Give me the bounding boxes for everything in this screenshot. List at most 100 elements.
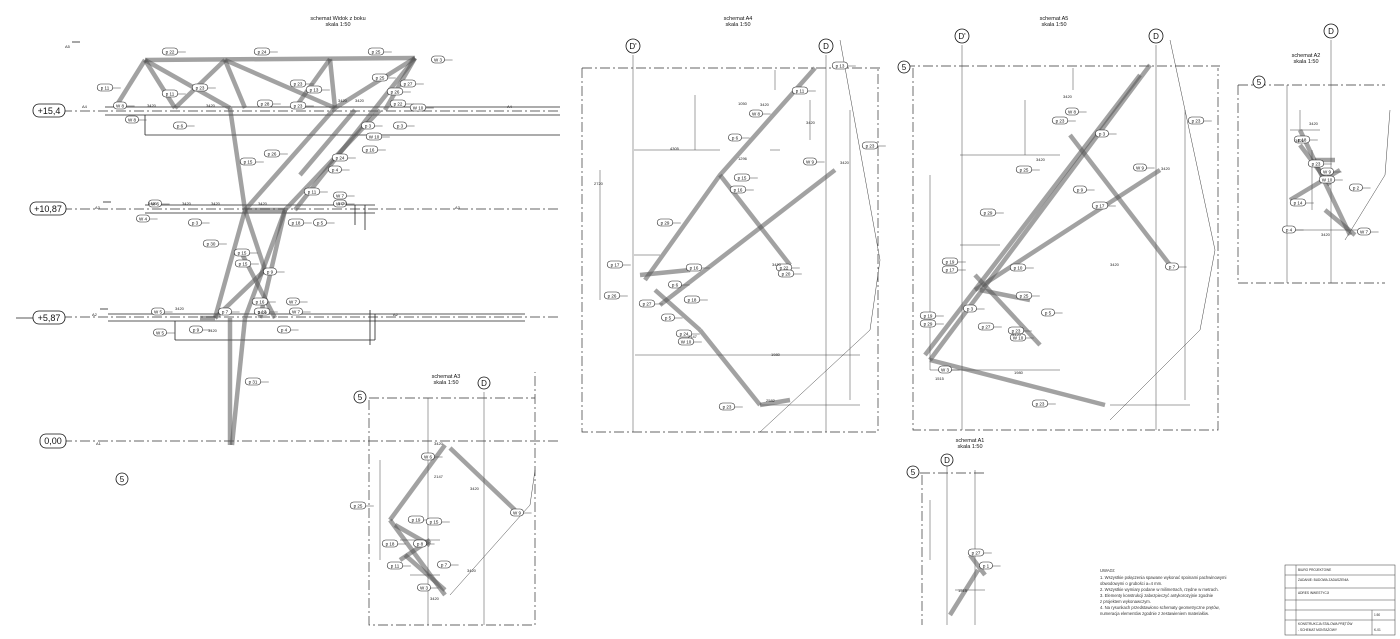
part-tag: p 23 bbox=[1007, 326, 1032, 335]
part-tag: p 16 bbox=[729, 185, 754, 194]
part-tag: p 4 bbox=[1282, 225, 1304, 234]
part-tag: p 6 bbox=[668, 280, 690, 289]
dimension-text: 3420 bbox=[1012, 332, 1022, 337]
part-tag: p 19 bbox=[941, 257, 966, 266]
tag-label: p 24 bbox=[336, 156, 345, 161]
part-tag: p 26 bbox=[603, 291, 628, 300]
tag-label: p 9 bbox=[267, 270, 274, 275]
part-tag: p 27 bbox=[967, 548, 992, 557]
tag-label: p 5 bbox=[317, 221, 324, 226]
dimension-text: 3420 bbox=[147, 103, 157, 108]
tag-label: W 6 bbox=[424, 455, 432, 460]
dimension-text: 3420 bbox=[355, 98, 365, 103]
part-tag: p 25 bbox=[1015, 165, 1040, 174]
tag-label: p 29 bbox=[984, 211, 993, 216]
node-tag: W 10 bbox=[677, 337, 702, 346]
tag-label: p 16 bbox=[256, 300, 265, 305]
tag-label: W 10 bbox=[1013, 336, 1024, 341]
part-tag: p 15 bbox=[425, 517, 450, 526]
tag-label: p 15 bbox=[238, 251, 247, 256]
part-tag: p 23 bbox=[191, 83, 216, 92]
part-tag: p 2 bbox=[1349, 183, 1371, 192]
axis-dprime-a4: D' bbox=[625, 38, 641, 54]
dimension-text: 3420 bbox=[772, 262, 782, 267]
tag-label: W 10 bbox=[369, 135, 380, 140]
tag-label: p 11 bbox=[166, 92, 175, 97]
part-tag: p 25 bbox=[371, 73, 396, 82]
tag-label: p 20 bbox=[782, 272, 791, 277]
scheme-a4: D' D bbox=[581, 38, 881, 433]
level-markers: +15,4 +10,87 +5,87 0,00 bbox=[29, 103, 67, 449]
svg-text:5: 5 bbox=[120, 475, 125, 484]
scale-a4: skala 1:50 bbox=[725, 22, 750, 28]
part-tag: p 29 bbox=[979, 208, 1004, 217]
tag-label: p 13 bbox=[836, 64, 845, 69]
tag-label: p 4 bbox=[1286, 228, 1293, 233]
title-a2: schemat A2 bbox=[1292, 53, 1321, 59]
dimension-text: 3420 bbox=[175, 306, 185, 311]
tag-label: p 17 bbox=[946, 268, 955, 273]
part-tag: p 24 bbox=[253, 47, 278, 56]
svg-text:+5,87: +5,87 bbox=[38, 313, 61, 323]
ref-a1: A1 bbox=[96, 441, 102, 446]
tag-label: p 24 bbox=[258, 50, 267, 55]
tag-label: p 26 bbox=[268, 152, 277, 157]
dimension-text: 3420 bbox=[258, 201, 268, 206]
tag-label: p 25 bbox=[372, 50, 381, 55]
part-tag: p 23 bbox=[1307, 159, 1332, 168]
tag-label: p 6 bbox=[177, 124, 184, 129]
node-tag: W 7 bbox=[333, 199, 355, 208]
part-tag: p 27 bbox=[399, 79, 424, 88]
node-tag: W 8 bbox=[1065, 107, 1087, 116]
tag-label: p 18 bbox=[292, 221, 301, 226]
part-tag: p 25 bbox=[349, 501, 374, 510]
ref-a3-left: A3 bbox=[95, 205, 101, 210]
level-refs: A5 A4 A4 A3 A3 A2 A2 A1 bbox=[65, 41, 513, 446]
title-a5: schemat A5 bbox=[1040, 16, 1069, 22]
title-a1: schemat A1 bbox=[956, 438, 985, 444]
tag-label: p 6 bbox=[672, 283, 679, 288]
tag-label: p 4 bbox=[281, 328, 288, 333]
part-tag: p 23 bbox=[1051, 116, 1076, 125]
note-line: 2. Wszystkie wymiary podane w milimetrac… bbox=[1100, 587, 1219, 592]
dimension-text: 3420 bbox=[208, 328, 218, 333]
ref-a2-left: A2 bbox=[92, 312, 98, 317]
general-notes: UWAGI: 1. Wszystkie połączenia spawane w… bbox=[1100, 568, 1226, 616]
part-tag: p 23 bbox=[1031, 399, 1056, 408]
node-tag: W 9 bbox=[1320, 167, 1342, 176]
axis-5-a5: 5 bbox=[897, 60, 911, 74]
axis-5-a2: 5 bbox=[1252, 75, 1266, 89]
tag-label: p 25 bbox=[1020, 168, 1029, 173]
tag-label: p 13 bbox=[258, 310, 267, 315]
dimension-text: 1980 bbox=[1014, 370, 1024, 375]
part-tag: p 15 bbox=[733, 173, 758, 182]
tag-label: p 29 bbox=[924, 322, 933, 327]
tag-label: p 15 bbox=[244, 160, 253, 165]
tag-label: p 18 bbox=[1298, 138, 1307, 143]
tag-label: p 25 bbox=[354, 504, 363, 509]
ref-a4-left: A4 bbox=[82, 104, 88, 109]
part-tag: p 23 bbox=[1187, 116, 1212, 125]
tag-label: p 16 bbox=[366, 148, 375, 153]
svg-text:+10,87: +10,87 bbox=[34, 204, 62, 214]
tb-scale: 1:50 bbox=[1374, 613, 1380, 617]
part-tag: p 29 bbox=[919, 319, 944, 328]
tag-label: W 5 bbox=[154, 310, 162, 315]
part-tag: p 25 bbox=[367, 47, 392, 56]
part-tag: p 18 bbox=[1293, 135, 1318, 144]
tag-label: p 22 bbox=[166, 50, 175, 55]
svg-text:D': D' bbox=[629, 42, 637, 51]
dimension-text: 2147 bbox=[434, 474, 444, 479]
axis-5-side: 5 bbox=[115, 472, 129, 486]
scale-a3: skala 1:50 bbox=[433, 380, 458, 386]
tag-label: p 19 bbox=[946, 260, 955, 265]
note-line: obwodowymi o grubości a=4 mm. bbox=[1100, 581, 1162, 586]
part-tag: p 17 bbox=[1091, 201, 1116, 210]
tag-label: p 11 bbox=[308, 190, 317, 195]
tag-label: p 7 bbox=[441, 563, 448, 568]
tag-label: p 23 bbox=[1312, 162, 1321, 167]
dimension-text: 3420 bbox=[1063, 94, 1073, 99]
axis-5-a3: 5 bbox=[353, 390, 367, 404]
part-tag: p 3 bbox=[361, 121, 383, 130]
tag-label: W 10 bbox=[681, 340, 692, 345]
